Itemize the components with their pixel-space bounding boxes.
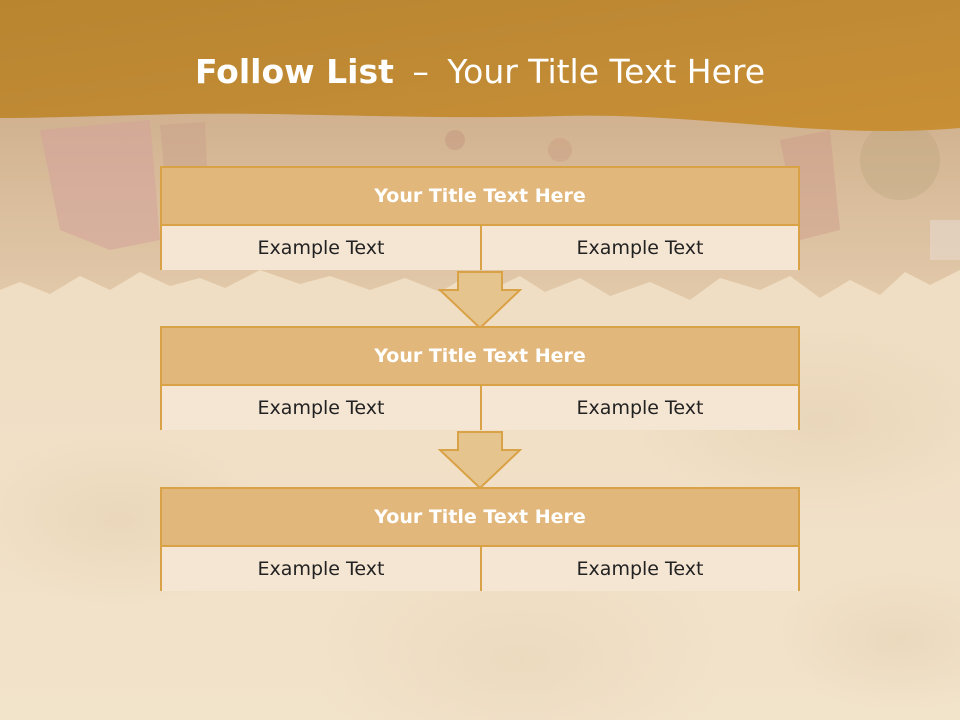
flow-box-2: Your Title Text Here Example Text Exampl… xyxy=(160,326,800,430)
flow-box-title: Your Title Text Here xyxy=(162,328,798,386)
flow-box-3: Your Title Text Here Example Text Exampl… xyxy=(160,487,800,591)
header-banner xyxy=(0,0,960,132)
title-separator: – xyxy=(412,52,429,91)
flow-box-left-text: Example Text xyxy=(162,386,482,430)
down-arrow-icon xyxy=(438,271,522,330)
flow-box-left-text: Example Text xyxy=(162,547,482,591)
flow-box-1: Your Title Text Here Example Text Exampl… xyxy=(160,166,800,270)
title-rest: Your Title Text Here xyxy=(447,52,766,91)
slide-title: Follow List – Your Title Text Here xyxy=(0,52,960,91)
flow-box-right-text: Example Text xyxy=(482,386,798,430)
flow-box-title: Your Title Text Here xyxy=(162,168,798,226)
title-bold: Follow List xyxy=(194,52,394,91)
down-arrow-icon xyxy=(438,431,522,490)
flow-box-title: Your Title Text Here xyxy=(162,489,798,547)
flow-box-left-text: Example Text xyxy=(162,226,482,270)
flow-box-right-text: Example Text xyxy=(482,547,798,591)
flow-box-right-text: Example Text xyxy=(482,226,798,270)
